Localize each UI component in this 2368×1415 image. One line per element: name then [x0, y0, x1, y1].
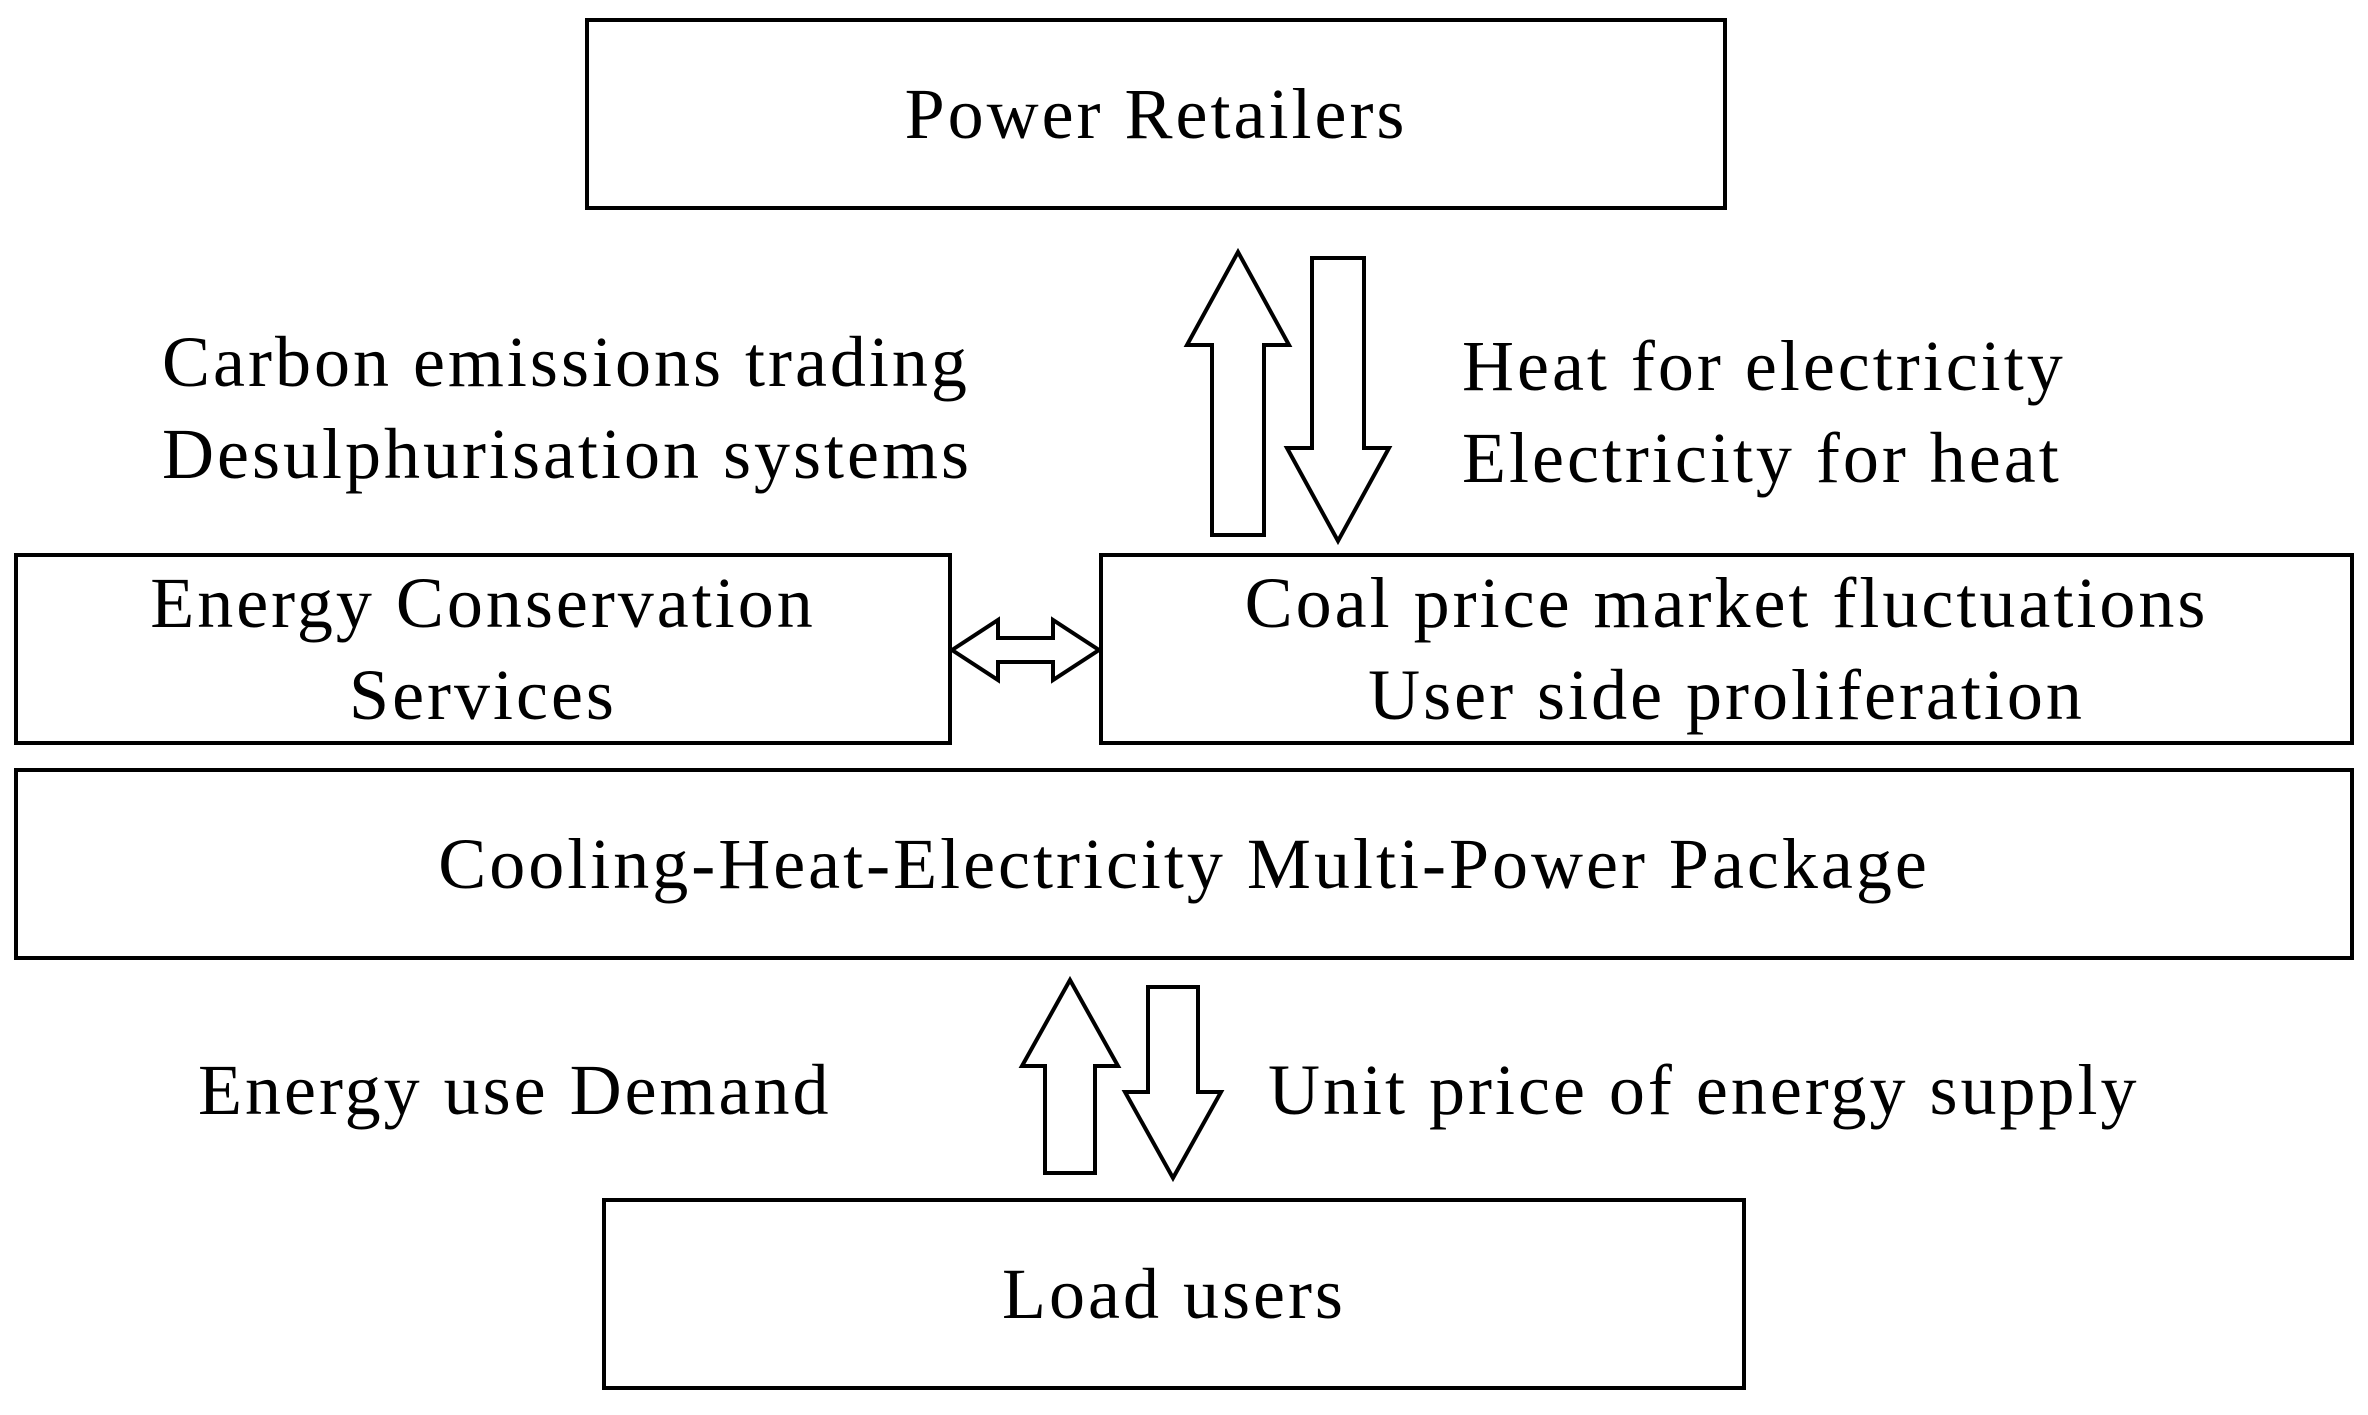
multi-power-package-box: Cooling-Heat-Electricity Multi-Power Pac… — [14, 768, 2354, 960]
load-users-box: Load users — [602, 1198, 1746, 1390]
electricity-for-heat-text: Electricity for heat — [1462, 418, 2062, 498]
coal-price-line-1: Coal price market fluctuations — [1244, 563, 2209, 643]
upper-down-arrow — [1283, 256, 1393, 546]
unit-price-text: Unit price of energy supply — [1268, 1050, 2140, 1130]
lower-down-arrow — [1121, 985, 1225, 1183]
lower-right-label: Unit price of energy supply — [1268, 1044, 2140, 1136]
energy-use-demand-text: Energy use Demand — [198, 1050, 832, 1130]
desulphurisation-text: Desulphurisation systems — [162, 414, 972, 494]
carbon-emissions-text: Carbon emissions trading — [162, 322, 970, 402]
lower-up-arrow — [1018, 975, 1122, 1175]
heat-for-electricity-text: Heat for electricity — [1462, 326, 2066, 406]
power-retailers-box: Power Retailers — [585, 18, 1727, 210]
power-retailers-label: Power Retailers — [904, 74, 1408, 154]
lower-left-label: Energy use Demand — [198, 1044, 832, 1136]
energy-conservation-box: Energy Conservation Services — [14, 553, 952, 745]
coal-price-line-2: User side proliferation — [1368, 655, 2085, 735]
energy-conservation-line-1: Energy Conservation — [150, 563, 816, 643]
coal-price-box: Coal price market fluctuations User side… — [1099, 553, 2354, 745]
upper-up-arrow — [1183, 247, 1293, 537]
upper-right-label: Heat for electricity Electricity for hea… — [1462, 320, 2066, 504]
energy-conservation-line-2: Services — [349, 655, 617, 735]
upper-left-label: Carbon emissions trading Desulphurisatio… — [162, 316, 972, 500]
double-horizontal-arrow — [948, 616, 1103, 684]
load-users-label: Load users — [1002, 1254, 1346, 1334]
multi-power-package-label: Cooling-Heat-Electricity Multi-Power Pac… — [438, 824, 1930, 904]
